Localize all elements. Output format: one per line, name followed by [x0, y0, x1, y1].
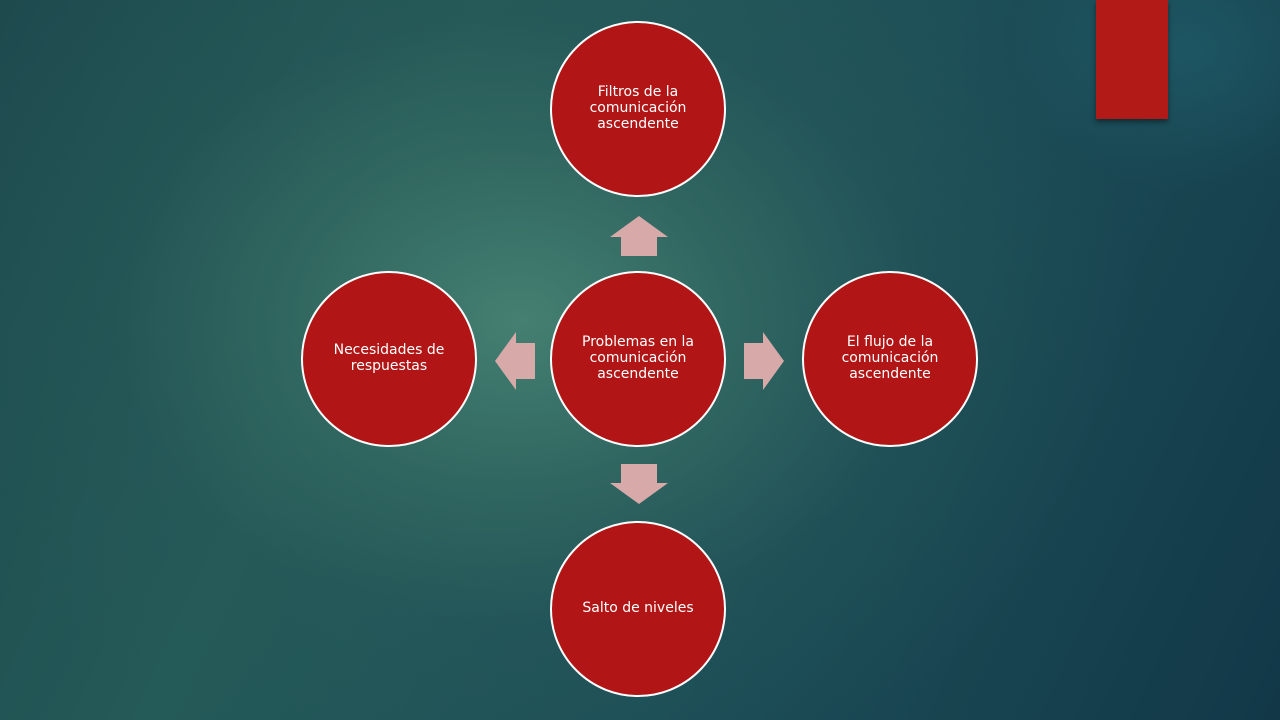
arrow-down-icon: [610, 464, 668, 504]
bottom-node-label: Salto de niveles: [582, 600, 694, 617]
center-node-label: Problemas en la comunicación ascendente: [582, 334, 694, 382]
arrow-right-icon: [744, 332, 784, 390]
left-node-label: Necesidades de respuestas: [333, 342, 445, 374]
center-node: Problemas en la comunicación ascendente: [550, 271, 726, 447]
left-node: Necesidades de respuestas: [301, 271, 477, 447]
arrow-left-icon: [495, 332, 535, 390]
right-node: El flujo de la comunicación ascendente: [802, 271, 978, 447]
right-node-label: El flujo de la comunicación ascendente: [841, 334, 939, 382]
arrow-up-icon: [610, 216, 668, 256]
top-node: Filtros de la comunicación ascendente: [550, 21, 726, 197]
top-node-label: Filtros de la comunicación ascendente: [589, 84, 687, 132]
corner-accent-tab: [1096, 0, 1168, 119]
bottom-node: Salto de niveles: [550, 521, 726, 697]
